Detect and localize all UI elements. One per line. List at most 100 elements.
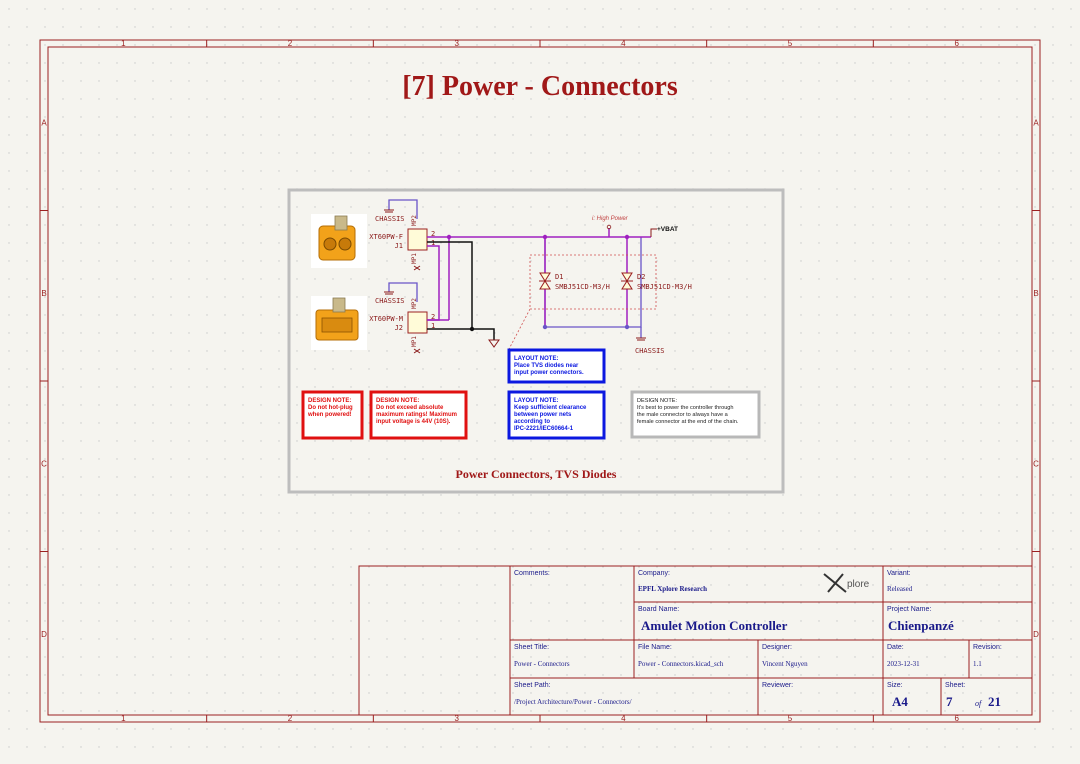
project-name-value: Chienpanzé: [888, 618, 954, 633]
chassis-label-diodes: CHASSIS: [635, 347, 665, 355]
svg-text:DESIGN NOTE: Do not hot-: DESIGN NOTE: Do not hot-plug when powere…: [307, 398, 354, 418]
title-block: [358, 565, 1033, 716]
vbat-power-symbol: +VBAT: [650, 226, 678, 237]
j2-pin1: 1: [431, 322, 435, 330]
chassis-symbols: [384, 209, 646, 354]
frame-column-label: 5: [788, 714, 793, 723]
frame-column-label: 2: [288, 714, 293, 723]
diode-d1[interactable]: [539, 272, 551, 290]
note-ratings-line: Do not exceed absolute: [376, 405, 444, 411]
j1-pin1: 1: [431, 239, 435, 247]
group-title: Power Connectors, TVS Diodes: [456, 467, 617, 481]
net-class-label: i: High Power: [592, 216, 629, 222]
project-name-label: Project Name:: [887, 606, 931, 613]
connector-j2[interactable]: XT60PW-M J2 2 1 MP2 MP1: [369, 298, 435, 347]
j1-ref: J1: [395, 242, 403, 250]
frame-row-label: B: [1033, 289, 1038, 298]
note-chain-line: female connector at the end of the chain…: [637, 419, 739, 425]
company-label: Company:: [638, 570, 670, 577]
chassis-label-j2: CHASSIS: [375, 297, 405, 305]
sheet-of-label: of: [975, 699, 983, 708]
svg-text:DESIGN NOTE: It's best t: DESIGN NOTE: It's best to power the cont…: [637, 398, 739, 425]
group-box: [287, 188, 785, 494]
j1-mp1: MP1: [411, 253, 418, 264]
tvs-region: [529, 254, 657, 310]
designer-value: Vincent Nguyen: [762, 660, 808, 668]
xplore-logo: plore: [823, 573, 870, 593]
j2-mp2: MP2: [411, 298, 418, 309]
date-value: 2023-12-31: [887, 660, 920, 668]
note-ratings-line: input voltage is 44V (10S).: [376, 419, 451, 425]
j2-mp1: MP1: [411, 336, 418, 347]
sheet-path-label: Sheet Path:: [514, 682, 551, 689]
note-chain-title: DESIGN NOTE:: [637, 398, 678, 404]
board-name-value: Amulet Motion Controller: [641, 618, 788, 633]
note-ratings: DESIGN NOTE: Do not exceed absolute maxi…: [369, 390, 468, 440]
note-ratings-title: DESIGN NOTE:: [376, 398, 419, 404]
designer-label: Designer:: [762, 644, 792, 651]
frame-column-label: 1: [121, 714, 126, 723]
revision-value: 1.1: [973, 660, 982, 668]
variant-value: Released: [887, 585, 913, 593]
j2-ref: J2: [395, 324, 403, 332]
j1-pin2: 2: [431, 230, 435, 238]
note-layout-clearance-line: between power nets: [514, 412, 572, 418]
reviewer-label: Reviewer:: [762, 682, 793, 689]
sheet-title-value: Power - Connectors: [514, 660, 570, 668]
size-value: A4: [892, 694, 908, 709]
note-layout-clearance-line: according to: [514, 419, 550, 425]
file-name-value: Power - Connectors.kicad_sch: [638, 660, 724, 668]
sheet-title-label: Sheet Title:: [514, 644, 549, 651]
sheet-path-value: /Project Architecture/Power - Connectors…: [514, 698, 632, 706]
chassis-label-j1: CHASSIS: [375, 215, 405, 223]
sheet-number-value: 7: [946, 694, 953, 709]
file-name-label: File Name:: [638, 644, 672, 651]
frame-column-label: 4: [621, 39, 626, 48]
note-layout-clearance: LAYOUT NOTE: Keep sufficient clearance b…: [507, 390, 606, 440]
frame-column-label: 3: [454, 39, 459, 48]
frame-row-label: D: [41, 630, 47, 639]
frame-column-label: 2: [288, 39, 293, 48]
board-name-label: Board Name:: [638, 606, 679, 613]
note-layout-clearance-title: LAYOUT NOTE:: [514, 398, 558, 404]
frame-column-label: 5: [788, 39, 793, 48]
frame-column-label: 6: [954, 39, 959, 48]
svg-text:LAYOUT NOTE: Keep suffic: LAYOUT NOTE: Keep sufficient clearance b…: [514, 398, 588, 432]
frame-row-label: A: [41, 118, 47, 127]
d2-ref: D2: [637, 273, 645, 281]
connector-j1[interactable]: XT60PW-F J1 2 1 MP2 MP1: [369, 215, 435, 264]
net-class-flag: [606, 224, 612, 230]
d2-value: SMBJ51CD-M3/H: [637, 283, 692, 291]
note-hotplug: DESIGN NOTE: Do not hot-plug when powere…: [301, 390, 364, 440]
frame-row-label: B: [41, 289, 46, 298]
note-layout-tvs-title: LAYOUT NOTE:: [514, 356, 558, 362]
diode-d2[interactable]: [621, 272, 633, 290]
note-layout-tvs-line: Place TVS diodes near: [514, 363, 579, 369]
note-chain: DESIGN NOTE: It's best to power the cont…: [630, 390, 761, 439]
xt60-female-image: [311, 214, 367, 268]
j1-value: XT60PW-F: [369, 233, 403, 241]
d1-ref: D1: [555, 273, 563, 281]
frame-row-label: C: [1033, 459, 1039, 468]
vbat-label: +VBAT: [657, 226, 678, 233]
frame-column-label: 4: [621, 714, 626, 723]
frame-column-label: 6: [954, 714, 959, 723]
company-value: EPFL Xplore Research: [638, 585, 707, 593]
j2-value: XT60PW-M: [369, 315, 403, 323]
logo-text: plore: [847, 579, 870, 590]
note-chain-line: It's best to power the controller throug…: [637, 405, 734, 411]
variant-label: Variant:: [887, 570, 911, 577]
j1-mp2: MP2: [411, 215, 418, 226]
size-label: Size:: [887, 682, 903, 689]
sheet-label: Sheet:: [945, 682, 965, 689]
note-layout-clearance-line: Keep sufficient clearance: [514, 405, 587, 411]
page-title: [7] Power - Connectors: [402, 71, 678, 102]
comments-label: Comments:: [514, 570, 550, 577]
ground-wires: [427, 241, 495, 340]
svg-text:LAYOUT NOTE: Place TVS d: LAYOUT NOTE: Place TVS diodes near input…: [514, 356, 584, 376]
revision-label: Revision:: [973, 644, 1002, 651]
svg-text:DESIGN NOTE: Do not exce: DESIGN NOTE: Do not exceed absolute maxi…: [376, 398, 459, 425]
xt60-male-image: [311, 296, 367, 350]
